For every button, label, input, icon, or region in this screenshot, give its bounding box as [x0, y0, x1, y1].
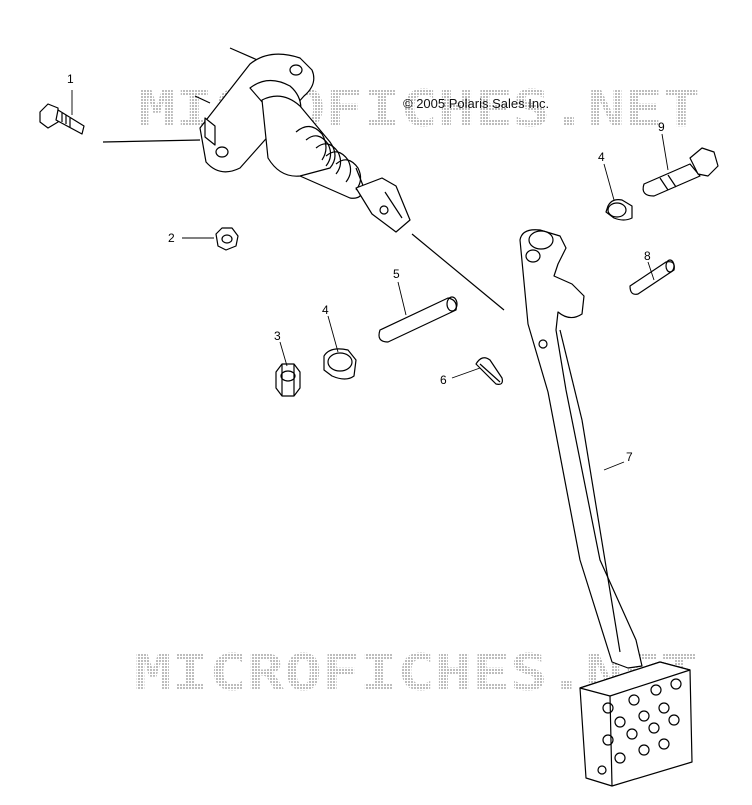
callout-6: 6: [440, 373, 447, 387]
callout-4-upper: 4: [598, 150, 605, 164]
hex-nut-icon: [215, 227, 239, 251]
pedal-icon: [519, 229, 693, 787]
bolt-icon: [39, 103, 85, 135]
callout-3: 3: [274, 329, 281, 343]
callout-1: 1: [67, 72, 74, 86]
callout-9: 9: [658, 120, 665, 134]
bushing-icon: [605, 199, 633, 221]
leader-lines: [71, 90, 669, 471]
callout-4-lower: 4: [322, 303, 329, 317]
bolt-icon: [642, 147, 719, 197]
master-cylinder-icon: [102, 47, 505, 311]
callout-8: 8: [644, 249, 651, 263]
sleeve-icon: [378, 296, 458, 343]
clevis-pin-icon: [629, 259, 675, 295]
callout-2: 2: [168, 231, 175, 245]
callout-5: 5: [393, 267, 400, 281]
hex-nut-icon: [275, 363, 301, 397]
callout-7: 7: [626, 450, 633, 464]
bushing-icon: [323, 348, 357, 380]
cotter-pin-icon: [475, 357, 503, 385]
copyright-notice: © 2005 Polaris Sales Inc.: [403, 96, 550, 111]
